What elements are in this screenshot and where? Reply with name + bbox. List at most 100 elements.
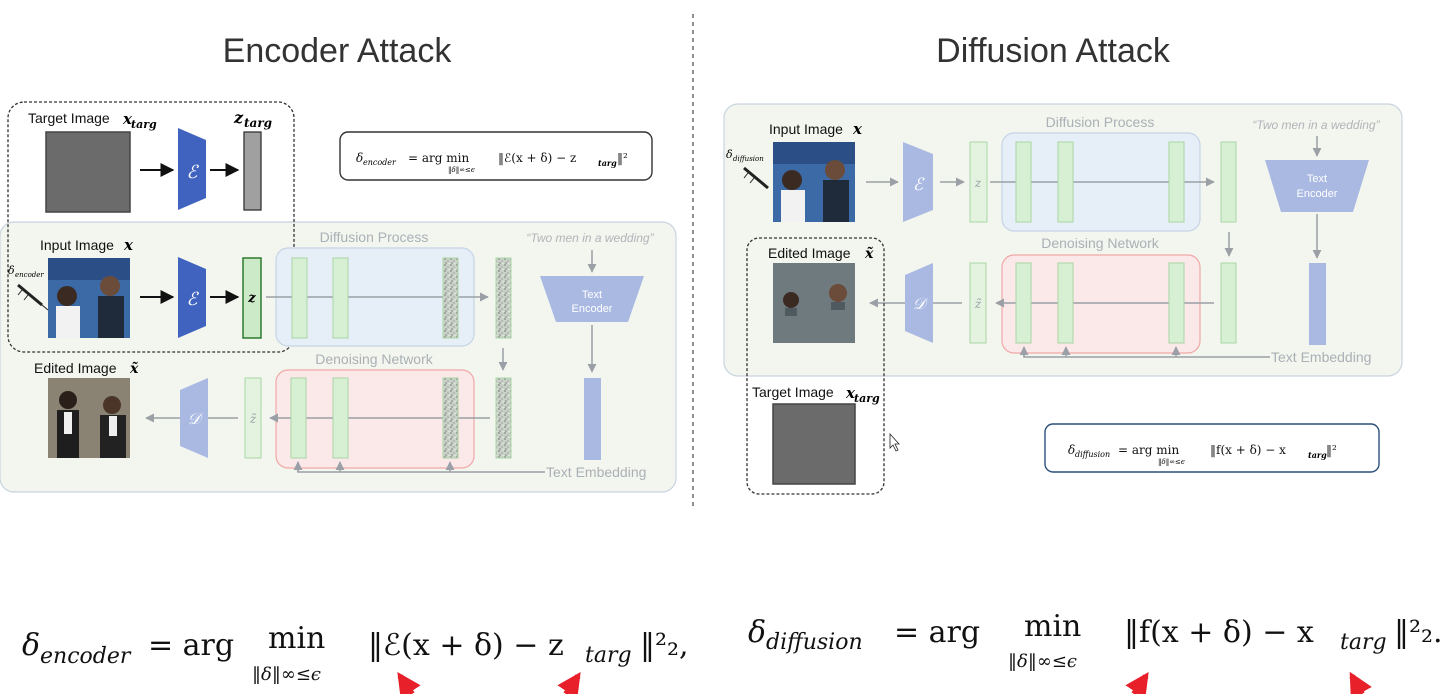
encoder-symbol: ℰ (187, 289, 200, 310)
input-image-symbol: x (852, 120, 863, 138)
target-image-symbol: x (845, 384, 856, 402)
formula-argmin: = arg min (408, 151, 469, 165)
decoder-block (905, 263, 933, 343)
noisy-latent-block (442, 257, 459, 339)
input-image-symbol: x (123, 236, 134, 254)
z-latent (969, 141, 988, 223)
formula-lhs-sub: encoder (363, 158, 397, 167)
z-tilde-latent (969, 262, 987, 344)
edited-image-label: Edited Image (34, 360, 117, 376)
formula-lhs: δ (1068, 443, 1075, 457)
eq-lhs: δ (748, 615, 766, 650)
latent-block (1220, 262, 1237, 344)
eq-min: min (268, 621, 325, 656)
target-image-label: Target Image (752, 384, 834, 400)
formula-norm-end: ‖² (1326, 443, 1337, 457)
text-encoder-label-line1: Text (1307, 173, 1327, 185)
eq-rhs-sub: targ (1340, 630, 1387, 655)
decoder-symbol: 𝒟 (188, 409, 204, 428)
encoder-block-target (178, 128, 206, 210)
diffusion-process-label: Diffusion Process (1046, 114, 1155, 130)
diffusion-process-label: Diffusion Process (320, 229, 429, 245)
delta-label: δ (8, 264, 15, 277)
formula-norm-end: ‖² (617, 151, 628, 165)
text-embedding-label: Text Embedding (546, 464, 646, 480)
delta-sub: diffusion (733, 155, 764, 163)
text-encoder-block (540, 276, 644, 322)
target-image-sub: targ (854, 392, 880, 405)
red-arrow-xtarg (1349, 671, 1372, 694)
edited-image-symbol: x̃ (864, 245, 874, 262)
attack-region-box (7, 101, 295, 353)
decoder-symbol: 𝒟 (913, 294, 929, 313)
encoder-symbol: ℰ (913, 175, 925, 195)
input-image-photo (48, 258, 130, 338)
eq-rhs-sub: targ (585, 643, 632, 668)
text-encoder-label-line2: Encoder (1297, 188, 1338, 200)
encoder-formula-box (339, 131, 653, 181)
z-symbol: z (974, 176, 982, 190)
z-tilde-latent (244, 377, 262, 459)
input-image-label: Input Image (769, 121, 843, 137)
latent-block (1168, 141, 1185, 223)
z-tilde-symbol: z̃ (974, 297, 982, 311)
denoising-network-label: Denoising Network (1041, 235, 1159, 251)
eq-rhs: ‖f(x + δ) − x (1124, 615, 1314, 650)
delta-label: δ (726, 148, 733, 161)
z-targ-symbol: z (233, 108, 244, 127)
z-latent (242, 257, 262, 339)
target-image (772, 403, 856, 485)
target-image-sub: targ (131, 118, 157, 131)
eq-lhs: δ (22, 628, 40, 663)
text-encoder-label-line2: Encoder (572, 303, 613, 315)
target-image-label: Target Image (28, 110, 110, 126)
latent-block (291, 257, 308, 339)
diffusion-formula-box (1044, 423, 1380, 473)
eq-tail: ‖²₂. (1394, 615, 1443, 650)
diffusion-formula: δ diffusion = arg min ‖δ‖∞≤ϵ ‖f(x + δ) −… (1068, 443, 1337, 466)
prompt-text: “Two men in a wedding” (526, 231, 654, 245)
text-embedding-block (1309, 263, 1326, 345)
z-targ-sub: targ (244, 116, 272, 130)
syringe-icon (743, 166, 769, 190)
bottom-diffusion-equation: δ diffusion = arg min ‖δ‖∞≤ϵ ‖f(x + δ) −… (748, 609, 1443, 672)
input-image-label: Input Image (40, 237, 114, 253)
z-symbol: z (247, 291, 256, 306)
latent-block (1015, 262, 1032, 344)
text-encoder-label-line1: Text (582, 289, 602, 301)
diffusion-attack-title: Diffusion Attack (936, 32, 1171, 70)
text-encoder-block (1265, 160, 1369, 212)
latent-block (1057, 141, 1074, 223)
latent-block (1015, 141, 1032, 223)
edited-image-label: Edited Image (768, 245, 851, 261)
eq-constraint: ‖δ‖∞≤ϵ (252, 664, 321, 685)
formula-rhs: ‖f(x + δ) − x (1210, 443, 1286, 457)
latent-block (1168, 262, 1185, 344)
red-arrow-f (1125, 672, 1149, 694)
formula-constraint: ‖δ‖∞≤ϵ (1158, 458, 1185, 466)
z-targ-latent (243, 131, 262, 211)
encoder-block-input (178, 257, 206, 338)
eq-constraint: ‖δ‖∞≤ϵ (1008, 651, 1077, 672)
text-embedding-label: Text Embedding (1271, 349, 1371, 365)
latent-block (332, 257, 349, 339)
noisy-latent-block (442, 377, 459, 459)
input-image-photo (773, 142, 855, 222)
bottom-encoder-equation: δ encoder = arg min ‖δ‖∞≤ϵ ‖ℰ(x + δ) − z… (22, 621, 689, 685)
noisy-latent-block (495, 257, 512, 339)
prompt-text: “Two men in a wedding” (1252, 118, 1380, 132)
diffusion-attack-panel: Diffusion Attack Input Image x δ diffusi… (723, 32, 1403, 495)
formula-constraint: ‖δ‖∞≤ϵ (448, 166, 475, 174)
mouse-cursor-icon (889, 432, 900, 452)
latent-block (290, 377, 307, 459)
syringe-icon (17, 283, 49, 311)
red-arrow-ztarg (557, 672, 581, 694)
formula-lhs: δ (356, 151, 363, 165)
edited-image-symbol: x̃ (129, 360, 139, 377)
encoder-block (903, 142, 933, 222)
eq-rhs: ‖ℰ(x + δ) − z (368, 628, 564, 663)
edited-image-photo (48, 378, 130, 458)
formula-rhs: ‖ℰ(x + δ) − z (498, 151, 576, 165)
noisy-latent-block (495, 377, 512, 459)
